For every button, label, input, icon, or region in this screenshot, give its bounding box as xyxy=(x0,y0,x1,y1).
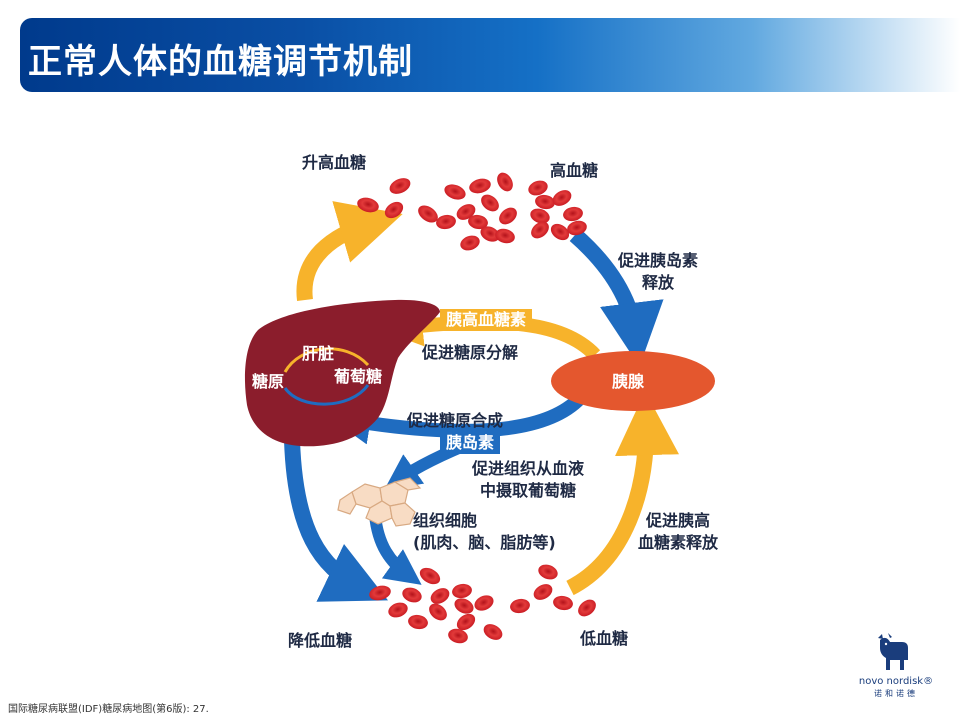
source-citation: 国际糖尿病联盟(IDF)糖尿病地图(第6版): 27. xyxy=(8,704,209,715)
liver-shape xyxy=(244,299,440,447)
blood-cells-top xyxy=(357,172,587,251)
logo-brand: novo nordisk® xyxy=(858,676,934,687)
blood-cells-bottom xyxy=(369,564,596,644)
pancreas-shape xyxy=(551,351,715,411)
arrow-to-pancreas-low xyxy=(566,391,679,596)
label-liver: 肝脏 xyxy=(302,344,335,363)
liver-cycle-top xyxy=(283,347,370,373)
tag-glucagon: 胰高血糖素 xyxy=(440,309,533,331)
arrow-to-pancreas xyxy=(569,228,664,367)
label-promote-insulin-release: 促进胰岛素 释放 xyxy=(618,251,699,292)
tag-insulin: 胰岛素 xyxy=(440,432,501,454)
label-promote-glycogenolysis: 促进糖原分解 xyxy=(422,343,519,362)
label-promote-glycogen-synthesis: 促进糖原合成 xyxy=(407,411,504,430)
label-promote-glucagon-release: 促进胰高 血糖素释放 xyxy=(638,511,719,552)
liver-cycle-bottom xyxy=(283,384,370,406)
label-raise-glucose: 升高血糖 xyxy=(302,153,367,172)
label-low-glucose: 低血糖 xyxy=(580,629,629,648)
apis-bull-icon xyxy=(878,633,908,670)
arrow-insulin-liver xyxy=(328,392,586,445)
label-high-glucose: 高血糖 xyxy=(550,161,599,180)
page-title: 正常人体的血糖调节机制 xyxy=(28,42,413,82)
label-glycogen: 糖原 xyxy=(252,372,285,391)
arrow-raise-glucose xyxy=(296,201,403,301)
novo-nordisk-logo: novo nordisk® 诺和诺德 xyxy=(850,630,942,700)
label-lower-glucose: 降低血糖 xyxy=(288,631,353,650)
arrow-lower-glucose xyxy=(284,439,388,602)
label-promote-tissue-uptake: 促进组织从血液 中摄取葡萄糖 xyxy=(472,459,585,500)
tissue-cells xyxy=(337,477,422,527)
logo-sub: 诺和诺德 xyxy=(874,689,918,698)
label-tissue-cells: 组织细胞 (肌肉、脑、脂肪等) xyxy=(413,511,556,552)
title-banner xyxy=(20,18,960,92)
label-pancreas: 胰腺 xyxy=(612,372,645,391)
label-glucose: 葡萄糖 xyxy=(334,367,383,386)
